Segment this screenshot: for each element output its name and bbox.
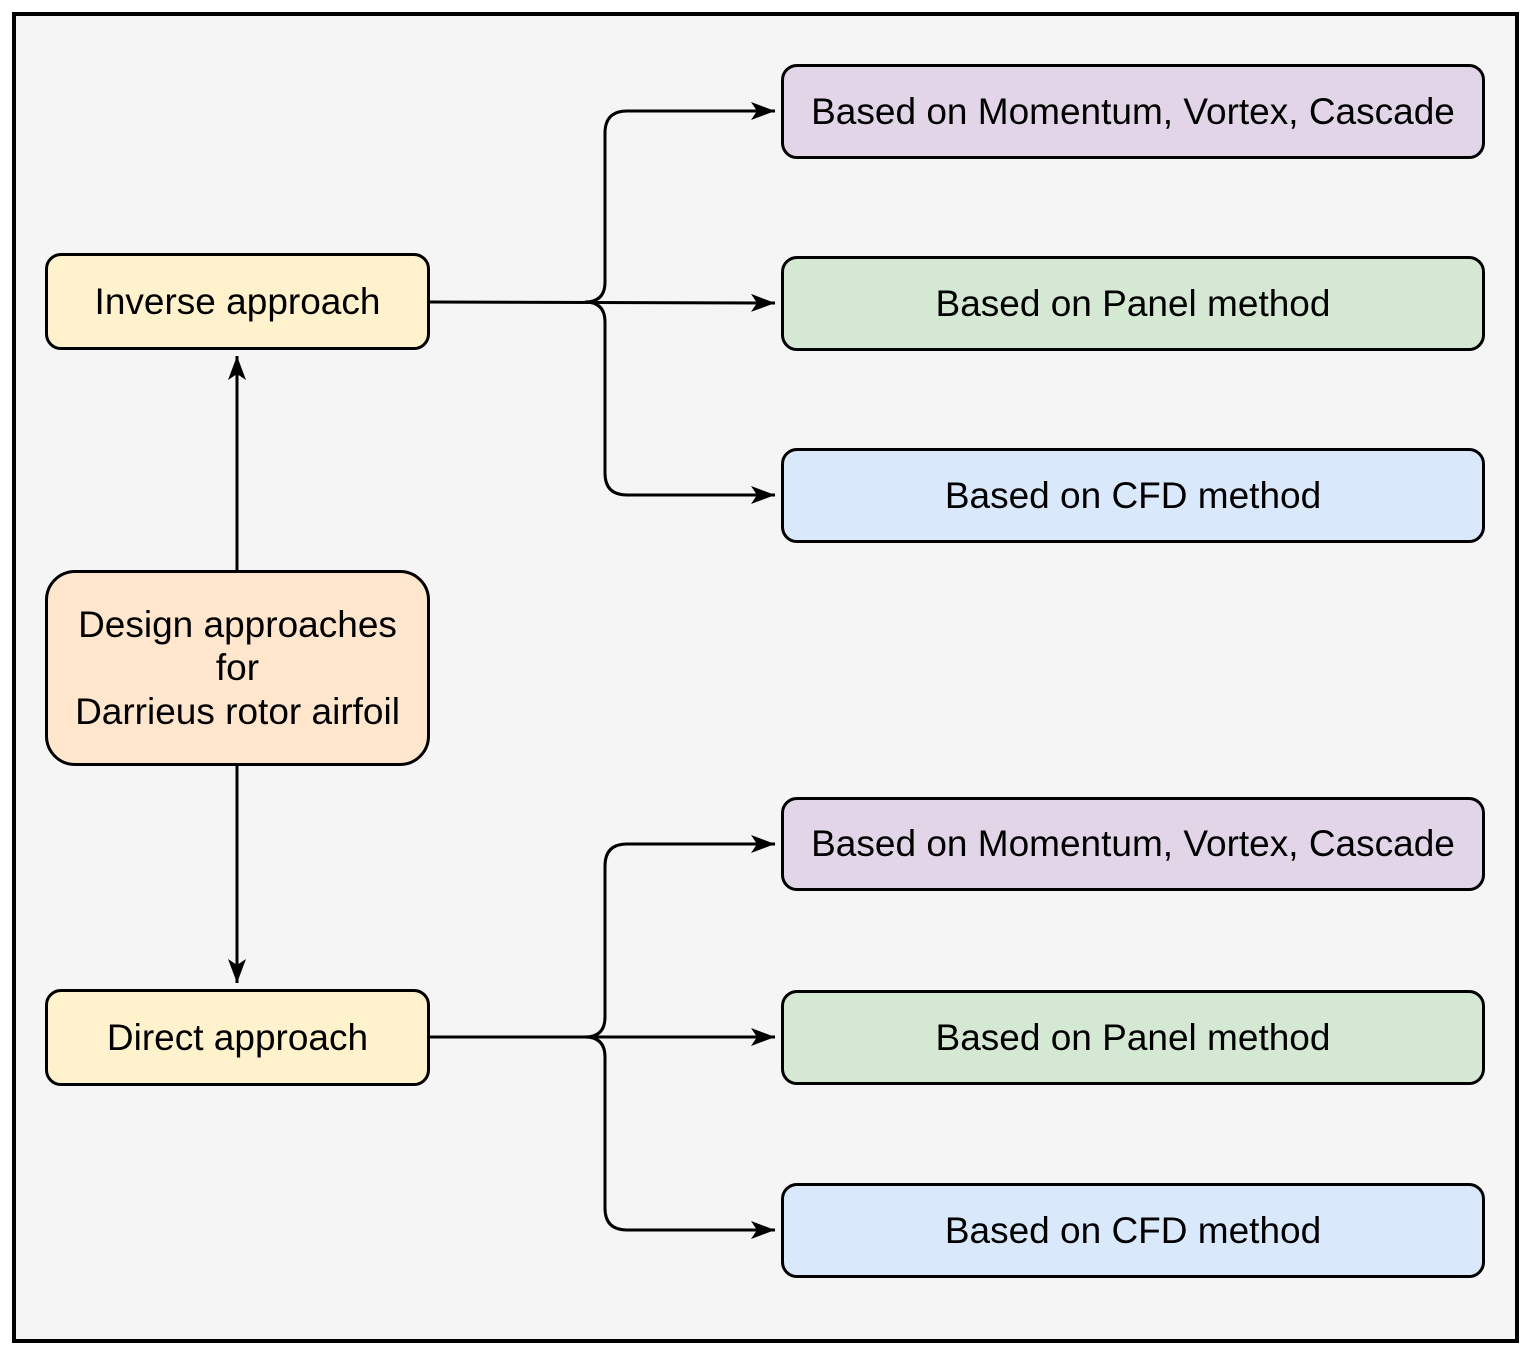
label-line-2: for (215, 647, 260, 689)
node-inverse-panel-method: Based on Panel method (781, 256, 1485, 351)
node-inverse-panel-label: Based on Panel method (935, 282, 1331, 324)
connector-inverse-to-panel (429, 293, 776, 312)
node-direct-approach: Direct approach (45, 989, 430, 1086)
node-inverse-cfd-method: Based on CFD method (781, 448, 1485, 543)
label-line-1: Design approaches (78, 603, 397, 645)
node-inverse-approach: Inverse approach (45, 253, 430, 350)
node-design-approaches: Design approaches for Darrieus rotor air… (45, 570, 430, 766)
node-inverse-momentum-vortex-cascade: Based on Momentum, Vortex, Cascade (781, 64, 1485, 159)
connector-direct-to-momentum (584, 835, 775, 1039)
connector-direct-to-cfd (584, 1035, 775, 1239)
node-inverse-approach-label: Inverse approach (94, 280, 381, 322)
label-line-3: Darrieus rotor airfoil (75, 690, 400, 732)
node-direct-panel-label: Based on Panel method (935, 1016, 1331, 1058)
node-direct-cfd-label: Based on CFD method (944, 1209, 1322, 1251)
node-direct-momentum-vortex-cascade: Based on Momentum, Vortex, Cascade (781, 797, 1485, 891)
node-inverse-cfd-label: Based on CFD method (944, 474, 1322, 516)
connector-inverse-to-momentum (584, 102, 775, 304)
node-inverse-momentum-label: Based on Momentum, Vortex, Cascade (811, 90, 1455, 132)
node-direct-momentum-label: Based on Momentum, Vortex, Cascade (811, 823, 1455, 865)
node-design-approaches-label: Design approaches for Darrieus rotor air… (75, 603, 400, 734)
connector-inverse-to-cfd (584, 300, 775, 504)
node-direct-cfd-method: Based on CFD method (781, 1183, 1485, 1278)
node-direct-panel-method: Based on Panel method (781, 990, 1485, 1085)
node-direct-approach-label: Direct approach (106, 1016, 369, 1058)
